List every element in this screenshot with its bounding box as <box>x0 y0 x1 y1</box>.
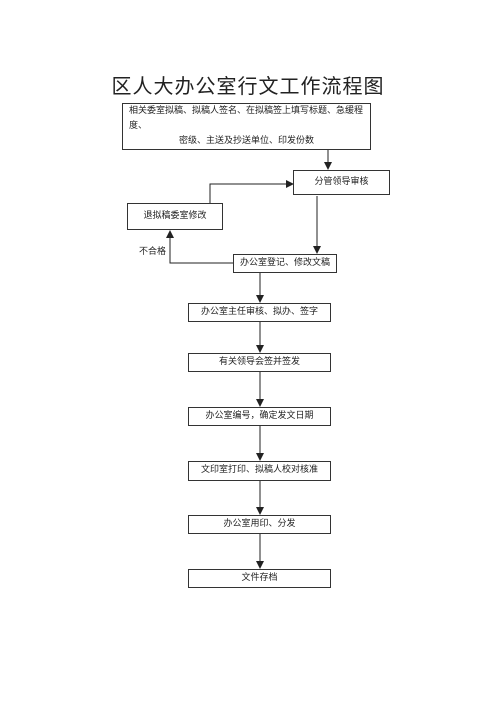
node-leaders-sign: 有关领导会签并签发 <box>188 353 331 372</box>
node-print-proof: 文印室打印、拟稿人校对核准 <box>188 461 331 481</box>
node-numbering: 办公室编号，确定发文日期 <box>188 407 331 426</box>
node-office-register: 办公室登记、修改文稿 <box>233 254 337 273</box>
arrow-register-to-return <box>166 230 233 264</box>
node-return-revise: 退拟稿委室修改 <box>127 203 223 230</box>
node-draft-line2: 密级、主送及抄送单位、印发份数 <box>178 136 314 147</box>
node-stamp-distribute: 办公室用印、分发 <box>188 515 331 534</box>
node-draft: 相关委室拟稿、拟稿人签名、在拟稿签上填写标题、急缓程度、 密级、主送及抄送单位、… <box>122 103 371 150</box>
arrow-return-to-leader <box>209 180 294 203</box>
page-title: 区人大办公室行文工作流程图 <box>111 74 385 98</box>
node-archive: 文件存档 <box>188 569 331 588</box>
node-director-review: 办公室主任审核、拟办、签字 <box>188 303 331 322</box>
label-unqualified: 不合格 <box>139 247 167 257</box>
node-draft-line1: 相关委室拟稿、拟稿人签名、在拟稿签上填写标题、急缓程度、 <box>129 105 364 131</box>
node-leader-review: 分管领导审核 <box>293 170 390 195</box>
